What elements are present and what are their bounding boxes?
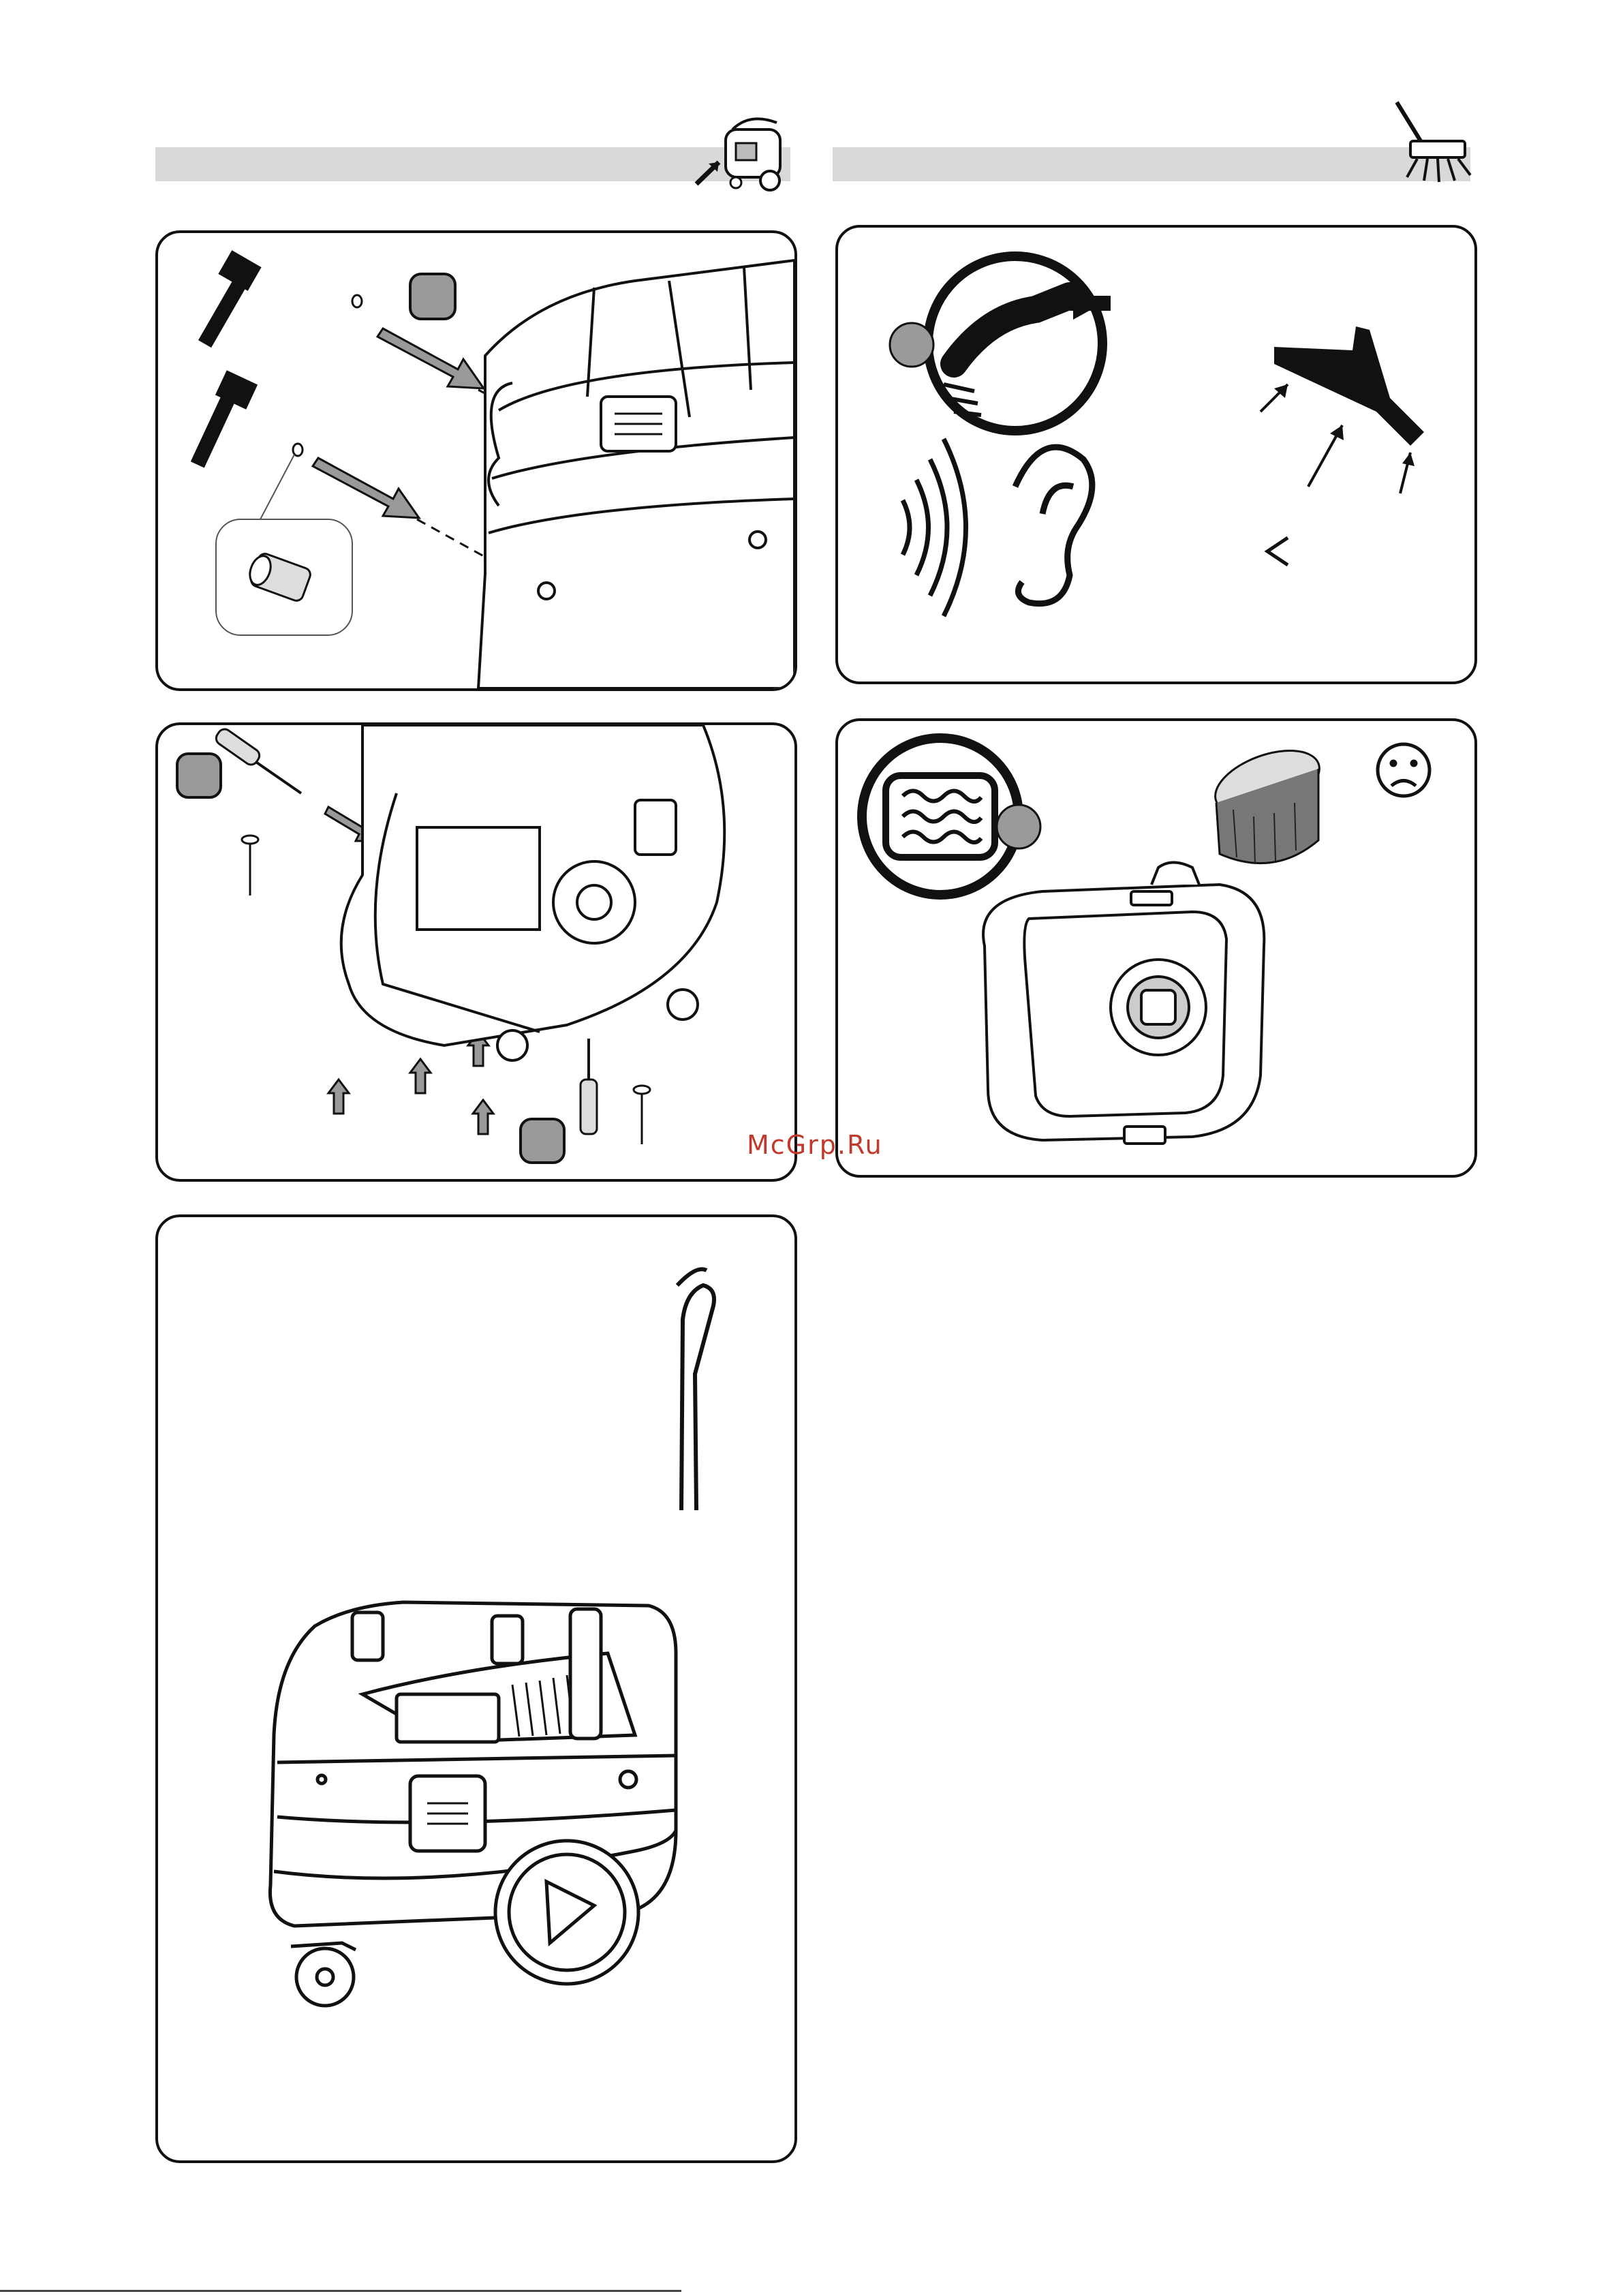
vacuum-cleaner-icon xyxy=(688,109,797,198)
floor-nozzle-icon xyxy=(1261,326,1424,493)
filter-housing-icon xyxy=(983,863,1264,1144)
vacuum-underside-icon xyxy=(341,725,725,1060)
vacuum-top-icon xyxy=(478,260,794,688)
panel-suction-reduced xyxy=(835,225,1477,684)
arrow-icon xyxy=(313,328,484,518)
sound-waves-icon xyxy=(903,439,966,616)
footer-rule xyxy=(0,2290,681,2292)
step-marker xyxy=(177,754,221,797)
ear-icon xyxy=(1015,447,1092,604)
trolley-handle-icon xyxy=(677,1269,714,1510)
filter-cartridge-icon xyxy=(1207,738,1328,864)
hex-key-icon xyxy=(191,250,262,468)
watermark-text: McGrp.Ru xyxy=(747,1130,883,1160)
floor-nozzle-brush-icon xyxy=(1376,99,1479,187)
sad-face-icon xyxy=(1378,744,1429,796)
panel-assembled-side-view xyxy=(155,1214,797,2163)
panel-frame-mounting xyxy=(155,722,797,1182)
panel-handle-mounting xyxy=(155,230,797,691)
less-than-icon xyxy=(1267,538,1288,565)
threaded-insert-icon xyxy=(216,455,352,635)
step-marker xyxy=(521,1119,564,1163)
step-marker xyxy=(890,323,933,367)
panel-filter-check xyxy=(835,718,1477,1178)
step-marker xyxy=(997,805,1040,848)
up-arrow-icon xyxy=(328,1032,493,1134)
header-bar-right xyxy=(833,147,1470,181)
step-marker xyxy=(410,274,455,319)
